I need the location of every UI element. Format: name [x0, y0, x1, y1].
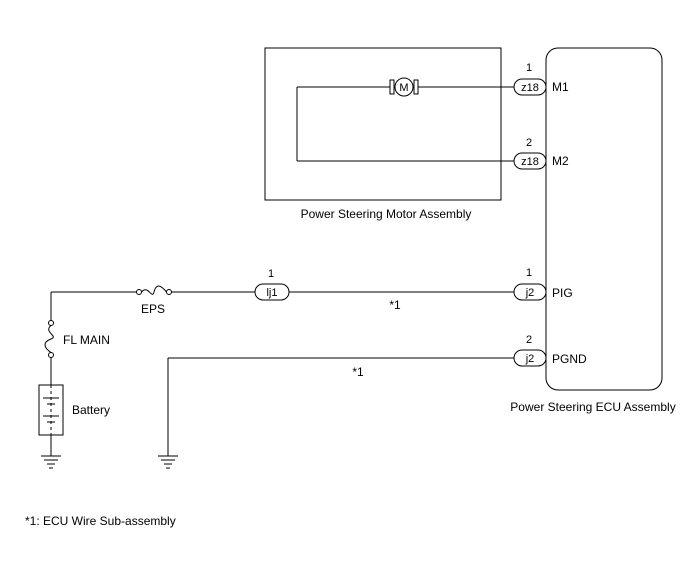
fuse-eps-label: EPS: [141, 302, 165, 316]
connector-m2: 2 z18 M2: [513, 137, 569, 170]
connector-m2-pin: 2: [526, 137, 532, 149]
connector-m1: 1 z18 M1: [513, 62, 569, 96]
terminal-pig: PIG: [552, 286, 573, 300]
ecu-assembly-box: [545, 47, 663, 391]
ecu-assembly-label: Power Steering ECU Assembly: [510, 400, 675, 414]
connector-pgnd-pin: 2: [526, 334, 532, 346]
connector-lj1: 1 lj1: [254, 268, 290, 301]
connector-lj1-id: lj1: [266, 287, 277, 299]
motor-symbol: M: [389, 77, 419, 97]
fuse-fl-main: FL MAIN: [44, 320, 110, 358]
pig-wiring: [50, 291, 514, 385]
battery-label: Battery: [72, 403, 110, 417]
pgnd-wire-mark: *1: [352, 365, 364, 379]
connector-lj1-pin: 1: [268, 268, 274, 280]
pig-wire-mark: *1: [389, 298, 401, 312]
terminal-pgnd: PGND: [552, 352, 587, 366]
terminal-m2: M2: [552, 154, 569, 168]
footnote: *1: ECU Wire Sub-assembly: [25, 514, 176, 528]
connector-pig-id: j2: [525, 287, 535, 299]
connector-m1-pin: 1: [526, 62, 532, 74]
motor-assembly-label: Power Steering Motor Assembly: [301, 207, 472, 221]
fuse-eps: EPS: [136, 285, 172, 316]
connector-pgnd: 2 j2 PGND: [513, 334, 587, 367]
terminal-m1: M1: [552, 80, 569, 94]
connector-pig: 1 j2 PIG: [513, 267, 573, 301]
connector-m1-id: z18: [521, 82, 539, 94]
svg-text:M: M: [399, 82, 408, 94]
ground-symbol-battery: [41, 435, 61, 469]
motor-assembly-box: [264, 47, 502, 201]
connector-pig-pin: 1: [526, 267, 532, 279]
pgnd-wiring: [167, 357, 514, 456]
motor-loop-wiring: [296, 86, 514, 162]
battery-symbol: Battery: [38, 384, 110, 436]
connector-pgnd-id: j2: [525, 353, 535, 365]
connector-m2-id: z18: [521, 156, 539, 168]
fuse-fl-main-label: FL MAIN: [63, 333, 110, 347]
ground-symbol-pgnd: [158, 455, 178, 469]
